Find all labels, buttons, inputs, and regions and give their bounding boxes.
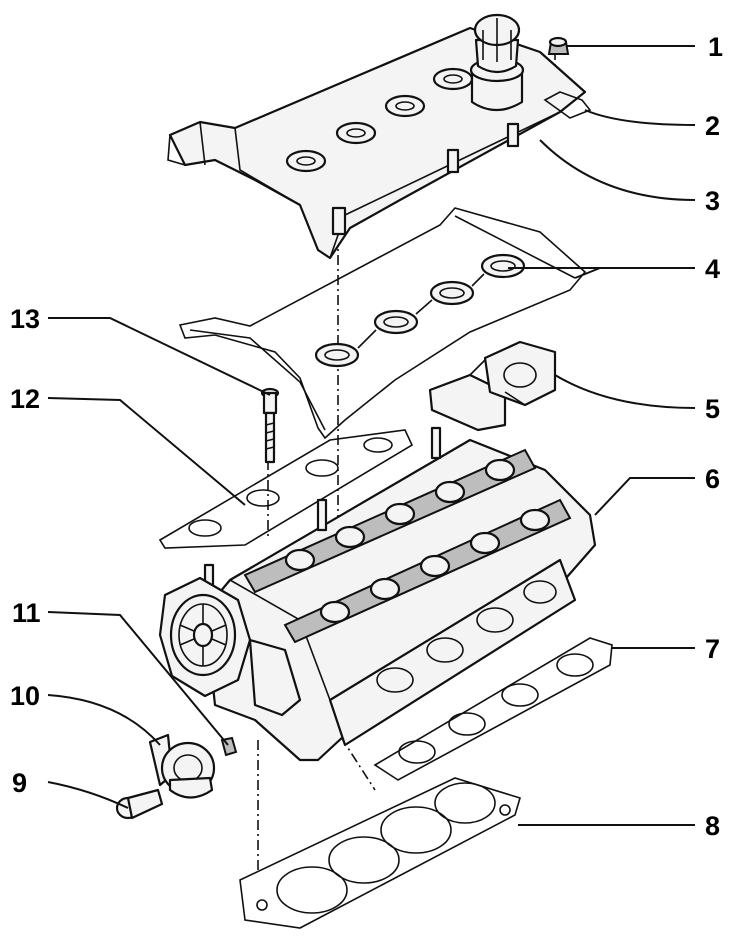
callout-11: 11 [12, 598, 41, 628]
callout-9: 9 [12, 768, 27, 798]
tensioner-bolt [115, 788, 164, 820]
callout-6: 6 [705, 464, 720, 494]
intake-gasket [158, 429, 414, 549]
callout-4: 4 [705, 254, 720, 284]
leader-lines [47, 45, 696, 826]
callout-3: 3 [705, 186, 720, 216]
callout-12: 12 [10, 384, 40, 414]
head-bolt [260, 387, 280, 464]
exhaust-gasket [373, 637, 613, 781]
camshaft-sprocket [158, 576, 302, 717]
valve-cover-gasket [178, 207, 587, 440]
spark-plug-holes [285, 67, 474, 173]
callout-labels: 1 2 3 4 5 6 7 8 9 10 11 12 13 [10, 32, 723, 841]
cylinder-head [203, 426, 597, 762]
callout-1: 1 [708, 32, 723, 62]
tensioner-pulley [148, 733, 216, 799]
seal-housing [428, 340, 557, 432]
callout-5: 5 [705, 394, 720, 424]
callout-13: 13 [10, 304, 40, 334]
camshafts [243, 448, 572, 644]
callout-10: 10 [10, 681, 40, 711]
valve-cover [167, 26, 587, 260]
callout-2: 2 [705, 111, 720, 141]
oil-filler-cap [469, 13, 525, 112]
callout-8: 8 [705, 811, 720, 841]
head-gasket [239, 777, 521, 929]
cover-seal [543, 91, 592, 119]
exhaust-ports [376, 580, 557, 693]
cap-nut [547, 36, 570, 55]
callout-7: 7 [705, 634, 720, 664]
